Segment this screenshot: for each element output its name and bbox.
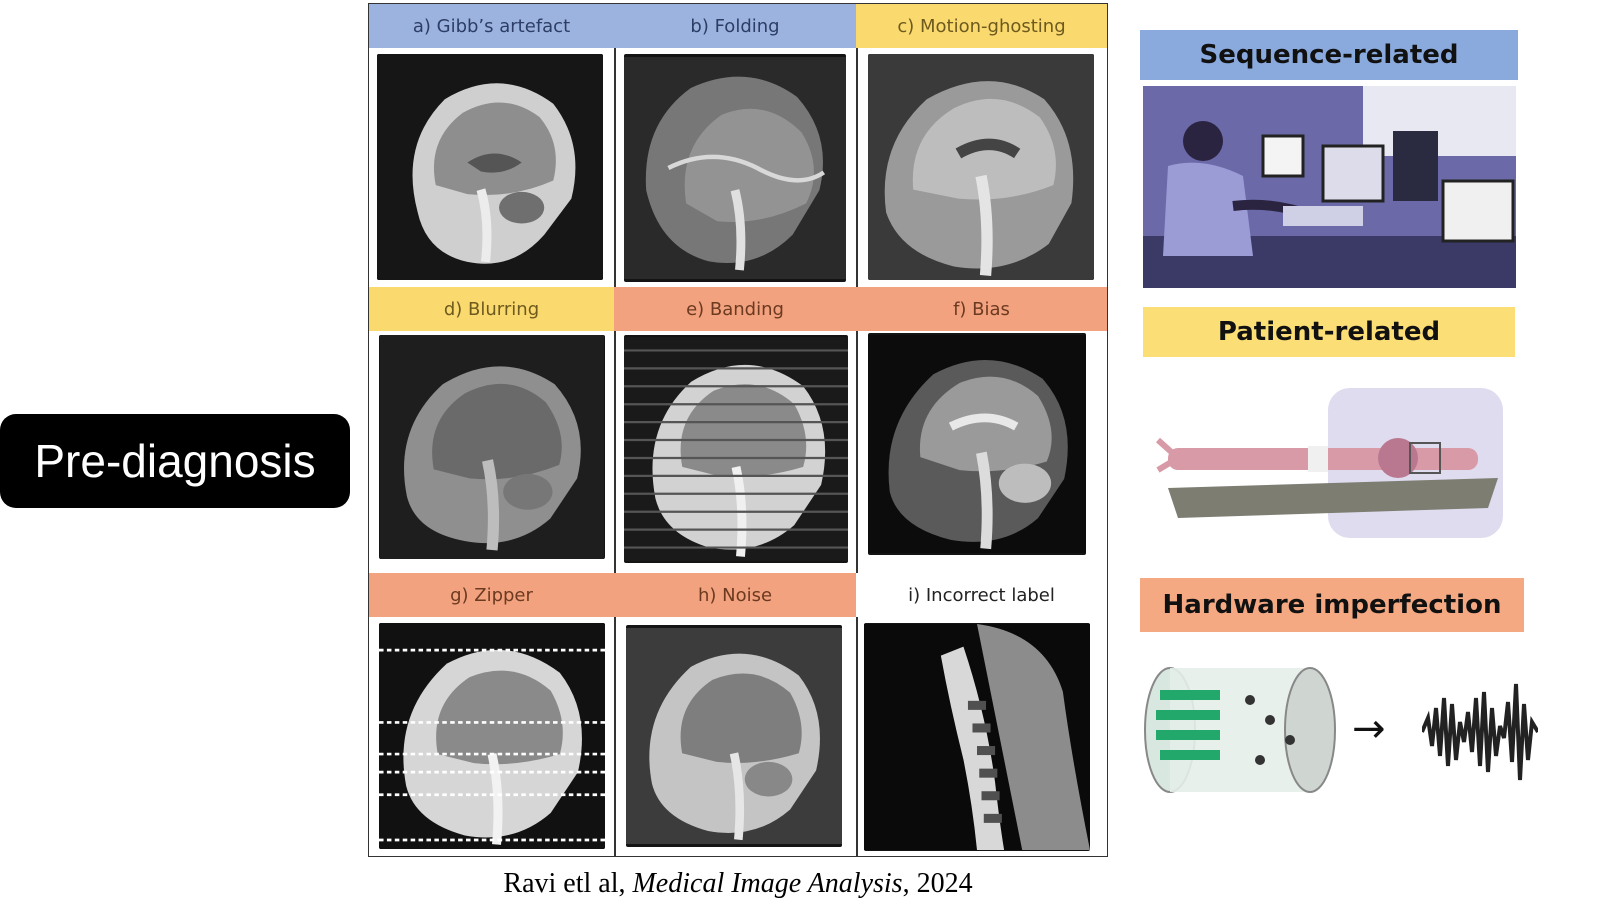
mri-image-spine <box>864 623 1090 851</box>
brain-scan-icon <box>377 54 603 280</box>
citation: Ravi etl al, Medical Image Analysis, 202… <box>368 868 1108 900</box>
cell-zipper: g) Zipper <box>369 573 614 857</box>
cell-label: f) Bias <box>856 287 1107 331</box>
mri-image-banding <box>624 335 848 563</box>
arrow-right-icon: → <box>1352 706 1386 752</box>
cell-blurring: d) Blurring <box>369 287 614 573</box>
mri-image-bias <box>868 333 1086 555</box>
mri-image-zipper <box>379 623 605 849</box>
mri-image-motion <box>868 54 1094 280</box>
brain-scan-icon <box>380 335 604 559</box>
patient-in-scanner-icon <box>1148 388 1510 540</box>
category-label: Patient-related <box>1217 317 1441 347</box>
cell-gibbs-artefact: a) Gibb’s artefact <box>369 4 614 287</box>
citation-journal: Medical Image Analysis <box>632 868 903 899</box>
cell-label: g) Zipper <box>369 573 614 617</box>
brain-scan-icon <box>379 623 605 849</box>
brain-scan-icon <box>868 54 1094 280</box>
artifact-grid: a) Gibb’s artefact b) Folding c) <box>368 3 1108 857</box>
brain-scan-icon <box>624 337 848 561</box>
cell-motion-ghosting: c) Motion-ghosting <box>856 4 1107 287</box>
cell-label: e) Banding <box>614 287 856 331</box>
mri-image-gibbs <box>377 54 603 280</box>
mri-control-room-illustration <box>1143 86 1516 288</box>
citation-separator: , <box>618 868 633 899</box>
grid-divider <box>614 4 616 856</box>
noise-waveform-illustration <box>1422 668 1538 796</box>
citation-authors: Ravi etl al <box>503 868 619 899</box>
pre-diagnosis-label: Pre-diagnosis <box>34 435 316 487</box>
patient-scanner-illustration <box>1148 388 1510 540</box>
operator-workstation-icon <box>1143 86 1516 288</box>
mri-coil-illustration <box>1140 660 1340 800</box>
category-label: Hardware imperfection <box>1162 590 1502 620</box>
cell-label: b) Folding <box>614 4 856 48</box>
cell-label: c) Motion-ghosting <box>856 4 1107 48</box>
cell-bias: f) Bias <box>856 287 1107 573</box>
category-patient-related: Patient-related <box>1143 307 1515 357</box>
grid-divider <box>856 4 858 856</box>
citation-separator: , <box>902 868 917 899</box>
category-hardware-imperfection: Hardware imperfection <box>1140 578 1524 632</box>
cell-noise: h) Noise <box>614 573 856 857</box>
cell-incorrect-label: i) Incorrect label <box>856 573 1107 857</box>
pre-diagnosis-pill: Pre-diagnosis <box>0 414 350 508</box>
citation-year: 2024 <box>916 868 973 899</box>
brain-scan-icon <box>626 628 842 844</box>
cell-label: i) Incorrect label <box>856 573 1107 617</box>
spine-scan-icon <box>864 624 1090 850</box>
cell-label: a) Gibb’s artefact <box>369 4 614 48</box>
mri-image-blurring <box>379 335 605 559</box>
cell-banding: e) Banding <box>614 287 856 573</box>
coil-hardware-icon <box>1140 660 1340 800</box>
mri-image-folding <box>624 54 846 282</box>
cell-folding: b) Folding <box>614 4 856 287</box>
waveform-icon <box>1422 668 1538 796</box>
mri-image-noise <box>626 625 842 847</box>
brain-scan-icon <box>624 57 846 279</box>
cell-label: d) Blurring <box>369 287 614 331</box>
brain-scan-icon <box>868 335 1086 553</box>
cell-label: h) Noise <box>614 573 856 617</box>
category-sequence-related: Sequence-related <box>1140 30 1518 80</box>
category-label: Sequence-related <box>1199 40 1459 70</box>
